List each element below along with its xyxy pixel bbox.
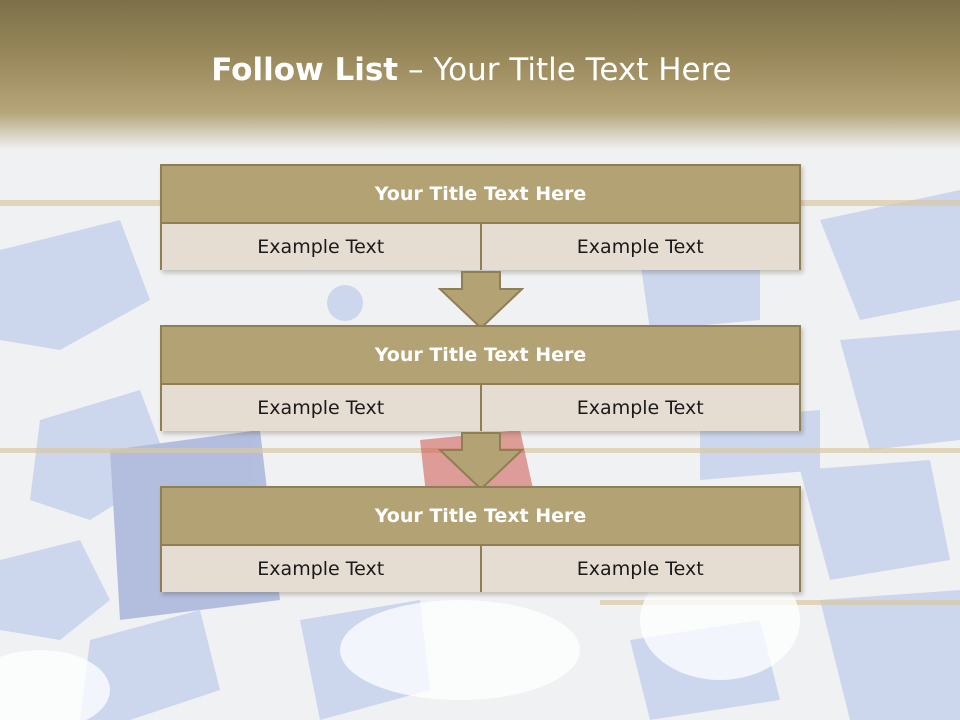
- slide-title-main: Follow List: [211, 52, 399, 88]
- block-cell-left: Example Text: [162, 546, 480, 592]
- block-cell-right: Example Text: [479, 224, 799, 270]
- block-title: Your Title Text Here: [162, 488, 799, 546]
- down-arrow-icon: [438, 432, 524, 490]
- list-block-2: Your Title Text Here Example Text Exampl…: [160, 325, 801, 431]
- slide-title: Follow List – Your Title Text Here: [0, 52, 943, 88]
- block-cell-left: Example Text: [162, 385, 480, 431]
- block-cell-left: Example Text: [162, 224, 480, 270]
- block-title: Your Title Text Here: [162, 166, 799, 224]
- block-row: Example Text Example Text: [162, 385, 799, 431]
- list-block-3: Your Title Text Here Example Text Exampl…: [160, 486, 801, 592]
- slide-title-sub: – Your Title Text Here: [398, 52, 732, 88]
- list-block-1: Your Title Text Here Example Text Exampl…: [160, 164, 801, 270]
- header-band: [0, 0, 960, 150]
- block-title: Your Title Text Here: [162, 327, 799, 385]
- block-cell-right: Example Text: [479, 385, 799, 431]
- down-arrow-icon: [438, 271, 524, 329]
- block-row: Example Text Example Text: [162, 224, 799, 270]
- block-row: Example Text Example Text: [162, 546, 799, 592]
- block-cell-right: Example Text: [479, 546, 799, 592]
